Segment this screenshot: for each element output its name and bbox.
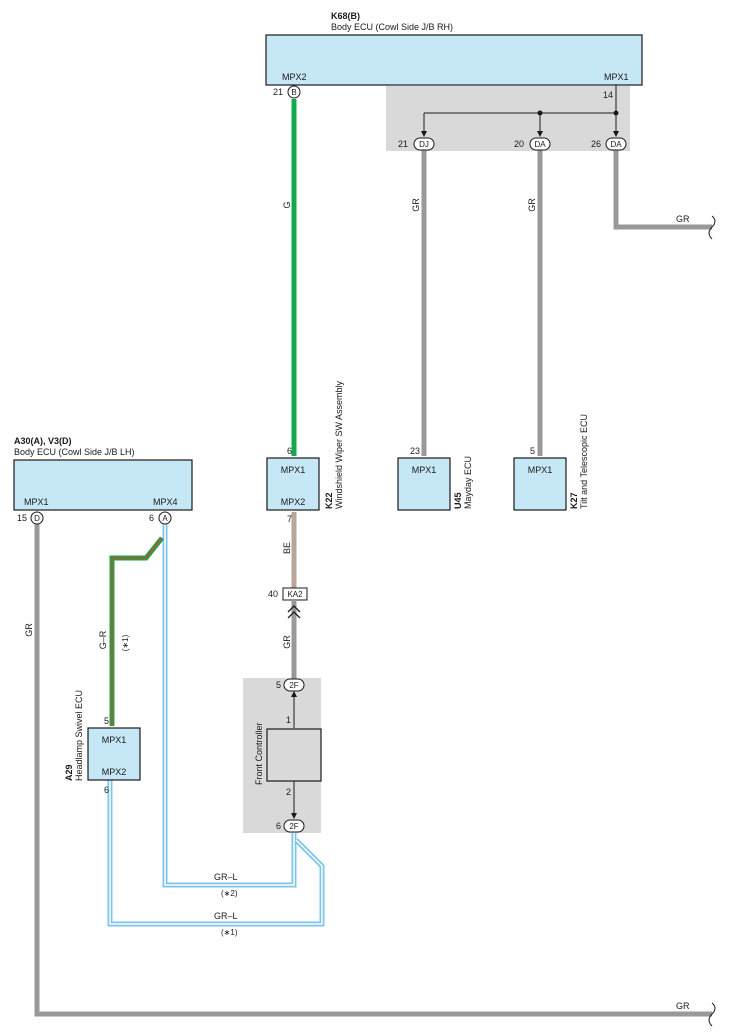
pin-5-2f: 5 bbox=[276, 680, 281, 690]
tilt-ecu-id: K27 bbox=[569, 492, 579, 509]
pin-26-da: 26 bbox=[591, 139, 601, 149]
wire-label-gr-l: GR–L bbox=[214, 911, 238, 921]
connector-dj: DJ bbox=[413, 137, 435, 151]
wire-label-g: G bbox=[282, 201, 292, 208]
body-ecu-rh-pin-mpx2: MPX2 bbox=[282, 72, 307, 82]
svg-text:DA: DA bbox=[610, 140, 622, 149]
wiper-pin-7: 7 bbox=[287, 514, 292, 524]
fc-inner-1: 1 bbox=[286, 715, 291, 725]
body-ecu-lh-pin-mpx1: MPX1 bbox=[24, 497, 49, 507]
body-ecu-rh-box bbox=[265, 34, 643, 86]
pin-21-b: 21 bbox=[273, 87, 283, 97]
wiper-pin-mpx1: MPX1 bbox=[281, 465, 306, 475]
wire-label-gr: GR bbox=[527, 198, 537, 212]
svg-text:2F: 2F bbox=[289, 681, 298, 690]
body-ecu-lh-box bbox=[13, 459, 193, 511]
wire-label-gr-l: GR–L bbox=[214, 872, 238, 882]
pin-21-dj: 21 bbox=[398, 139, 408, 149]
mayday-pin-mpx1: MPX1 bbox=[412, 465, 437, 475]
front-controller-name: Front Controller bbox=[254, 722, 264, 785]
connector-b: B bbox=[287, 85, 301, 99]
wire-g-r bbox=[109, 536, 164, 726]
wiper-sw-name: Windshield Wiper SW Assembly bbox=[334, 380, 344, 509]
wire-label-gr: GR bbox=[676, 1001, 690, 1011]
wire-label-be: BE bbox=[282, 542, 292, 554]
headlamp-ecu-name: Headlamp Swivel ECU bbox=[74, 690, 84, 781]
wire-note-1: (∗1) bbox=[221, 928, 238, 937]
tilt-ecu-name: Tilt and Telescopic ECU bbox=[579, 414, 589, 509]
wiper-sw-box bbox=[266, 457, 320, 511]
connector-da-2: DA bbox=[605, 137, 627, 151]
headlamp-pin-6: 6 bbox=[104, 785, 109, 795]
svg-text:KA2: KA2 bbox=[287, 590, 303, 599]
connector-2f-top: 2F bbox=[283, 678, 305, 692]
pin-40-ka2: 40 bbox=[268, 589, 278, 599]
svg-text:D: D bbox=[34, 514, 40, 523]
mayday-ecu-box bbox=[397, 457, 451, 511]
wire-continuation-mark bbox=[708, 215, 716, 240]
svg-text:DJ: DJ bbox=[419, 140, 429, 149]
mayday-ecu-name: Mayday ECU bbox=[463, 456, 473, 509]
wire-gr-l-1 bbox=[107, 780, 325, 927]
wire-note-2: (∗2) bbox=[221, 889, 238, 898]
connector-da: DA bbox=[529, 137, 551, 151]
mayday-pin-23: 23 bbox=[410, 446, 420, 456]
body-ecu-rh-id: K68(B) bbox=[331, 11, 360, 21]
headlamp-pin-5: 5 bbox=[104, 716, 109, 726]
svg-text:2F: 2F bbox=[289, 822, 298, 831]
wiper-sw-id: K22 bbox=[324, 492, 334, 509]
wire-label-gr: GR bbox=[24, 623, 34, 637]
connector-a: A bbox=[158, 511, 172, 525]
splice-arrows bbox=[287, 605, 301, 619]
pin-14: 14 bbox=[603, 90, 613, 100]
body-ecu-lh-id: A30(A), V3(D) bbox=[14, 436, 72, 446]
body-ecu-lh-name: Body ECU (Cowl Side J/B LH) bbox=[14, 447, 135, 457]
headlamp-pin-mpx2: MPX2 bbox=[102, 767, 127, 777]
body-ecu-lh-pin-mpx4: MPX4 bbox=[153, 497, 178, 507]
wiper-pin-6: 6 bbox=[287, 446, 292, 456]
connector-ka2: KA2 bbox=[282, 587, 308, 601]
wire-label-gr: GR bbox=[282, 635, 292, 649]
wire-label-gr: GR bbox=[411, 198, 421, 212]
tilt-ecu-box bbox=[513, 457, 567, 511]
fc-inner-2: 2 bbox=[286, 787, 291, 797]
body-ecu-rh-pin-mpx1: MPX1 bbox=[604, 72, 629, 82]
connector-2f-bottom: 2F bbox=[283, 819, 305, 833]
wire-gr-right bbox=[613, 150, 712, 230]
front-controller-box bbox=[266, 728, 322, 782]
svg-text:A: A bbox=[162, 514, 168, 523]
wire-note-1: (∗1) bbox=[121, 634, 130, 651]
pin-6-2f: 6 bbox=[276, 821, 281, 831]
wire-label-gr: GR bbox=[676, 214, 690, 224]
wire-label-g-r: G–R bbox=[98, 630, 108, 649]
connector-d: D bbox=[30, 511, 44, 525]
pin-15-d: 15 bbox=[17, 513, 27, 523]
body-ecu-rh-name: Body ECU (Cowl Side J/B RH) bbox=[331, 22, 453, 32]
mayday-ecu-id: U45 bbox=[453, 492, 463, 509]
wire-continuation-mark bbox=[708, 1002, 716, 1027]
wiper-pin-mpx2: MPX2 bbox=[281, 497, 306, 507]
headlamp-pin-mpx1: MPX1 bbox=[102, 735, 127, 745]
headlamp-ecu-id: A29 bbox=[64, 764, 74, 781]
svg-text:DA: DA bbox=[534, 140, 546, 149]
pin-6-a: 6 bbox=[149, 513, 154, 523]
wire-gr-bottom bbox=[34, 524, 712, 1017]
svg-text:B: B bbox=[291, 88, 296, 97]
wire-gr-l-2 bbox=[162, 524, 297, 888]
tilt-pin-mpx1: MPX1 bbox=[528, 465, 553, 475]
headlamp-ecu-box bbox=[87, 727, 141, 781]
tilt-pin-5: 5 bbox=[530, 446, 535, 456]
pin-20-da: 20 bbox=[514, 139, 524, 149]
